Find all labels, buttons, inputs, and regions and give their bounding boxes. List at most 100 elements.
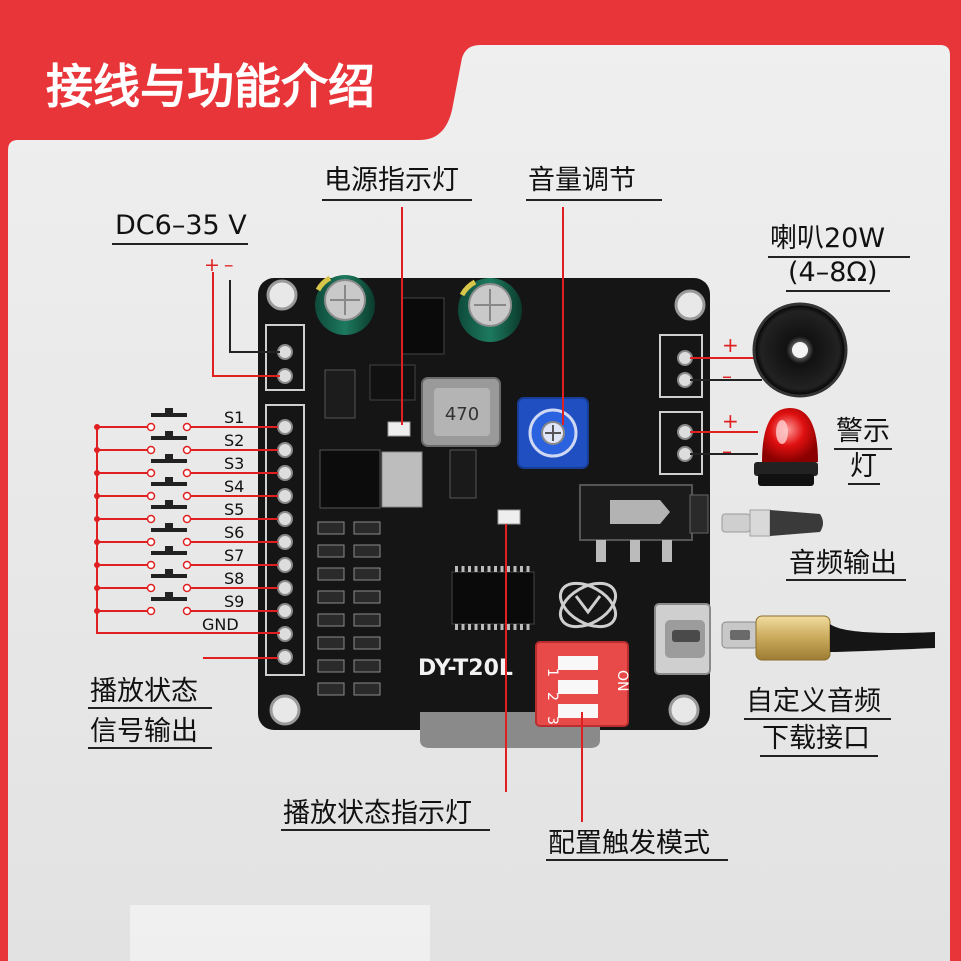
label-download-line2: 下载接口 xyxy=(762,723,870,754)
wire-junction xyxy=(94,562,100,568)
voltage-regulator xyxy=(319,449,381,509)
switch-button xyxy=(151,436,187,440)
pin-label-s5: S5 xyxy=(224,500,244,519)
speaker-icon xyxy=(752,302,848,398)
label-power-input: DC6–35 V xyxy=(112,210,248,245)
label-trigger-mode-text: 配置触发模式 xyxy=(548,828,710,859)
capacitor-left xyxy=(315,275,375,335)
switch-cap xyxy=(165,523,173,529)
label-volume: 音量调节 xyxy=(526,165,662,201)
io-pad xyxy=(277,534,293,550)
switch-contact xyxy=(146,537,156,547)
switch-contact xyxy=(146,514,156,524)
ic-pin xyxy=(455,624,458,630)
label-download-line1: 自定义音频 xyxy=(746,686,881,717)
smd-resistor xyxy=(317,521,345,535)
smd-resistor xyxy=(353,544,381,558)
micro-usb-port xyxy=(654,603,711,675)
pcb-board: 470 xyxy=(258,275,711,748)
switch-contact xyxy=(182,468,192,478)
ic-pin xyxy=(461,566,465,572)
switch-contact xyxy=(146,422,156,432)
pin-label-s3: S3 xyxy=(224,454,244,473)
lamp-plus-sign: + xyxy=(722,409,739,433)
smd-resistor xyxy=(317,659,345,673)
switch-contact xyxy=(146,468,156,478)
wire-junction xyxy=(94,424,100,430)
label-power-input-text: DC6–35 V xyxy=(115,210,247,241)
label-audio-output-text: 音频输出 xyxy=(789,548,897,579)
io-pad xyxy=(277,419,293,435)
switch-button xyxy=(151,551,187,555)
audio-plug-icon xyxy=(721,509,823,537)
dip-toggle-2[interactable] xyxy=(558,680,598,694)
ic-pin xyxy=(461,624,465,630)
pin-label-s6: S6 xyxy=(224,523,244,542)
power-wire-negative xyxy=(229,280,280,353)
label-play-status-line1: 播放状态 xyxy=(90,676,198,707)
lamp-minus-sign: – xyxy=(722,439,732,463)
ic-pin xyxy=(507,624,510,630)
dip-toggle-3[interactable] xyxy=(558,704,598,718)
smd-component xyxy=(449,449,477,499)
power-minus-sign: – xyxy=(224,254,234,276)
pin-label-s7: S7 xyxy=(224,546,244,565)
switch-contact xyxy=(182,560,192,570)
dip-switch: ON 1 2 3 xyxy=(535,641,630,727)
floor-reflection xyxy=(130,905,430,961)
label-speaker-line1: 喇叭20W xyxy=(770,223,885,254)
label-play-status-output: 播放状态 信号输出 xyxy=(88,676,212,749)
ic-pin xyxy=(526,566,530,572)
switch-button xyxy=(151,459,187,463)
mount-hole xyxy=(674,289,706,321)
wire-junction xyxy=(94,516,100,522)
power-pad xyxy=(277,344,293,360)
switch-contact xyxy=(146,445,156,455)
pin-label-s8: S8 xyxy=(224,569,244,588)
ic-pin xyxy=(520,566,523,572)
switch-contact xyxy=(146,606,156,616)
ic-pin xyxy=(507,566,510,572)
inductor-marking: 470 xyxy=(445,404,479,425)
label-play-status-line2: 信号输出 xyxy=(90,716,198,747)
switch-cap xyxy=(165,592,173,598)
ic-pin xyxy=(481,624,484,630)
dip-toggle-1[interactable] xyxy=(558,656,598,670)
switch-button xyxy=(151,597,187,601)
power-terminal-outline xyxy=(265,324,305,391)
diode xyxy=(324,369,356,419)
power-pad xyxy=(277,368,293,384)
ic-pin xyxy=(474,624,478,630)
switch-contact xyxy=(182,537,192,547)
label-speaker-line2: (4–8Ω) xyxy=(788,257,878,288)
ic-pin xyxy=(468,624,471,630)
label-download: 自定义音频 下载接口 xyxy=(744,686,891,757)
smd-resistor xyxy=(317,590,345,604)
smd-resistor xyxy=(353,636,381,650)
ic-pin xyxy=(513,566,517,572)
switch-cap xyxy=(165,500,173,506)
lamp-pad xyxy=(677,424,693,440)
switch-contact xyxy=(182,583,192,593)
switch-cap xyxy=(165,546,173,552)
label-play-led: 播放状态指示灯 xyxy=(281,798,490,831)
power-wire-positive xyxy=(212,272,280,377)
switch-button xyxy=(151,505,187,509)
smd-resistor xyxy=(353,613,381,627)
power-led xyxy=(387,421,411,437)
audio-jack xyxy=(579,484,709,562)
wire-junction xyxy=(94,447,100,453)
board-model: DY-T20L xyxy=(418,656,513,681)
label-power-led: 电源指示灯 xyxy=(322,165,472,201)
ic-pin xyxy=(520,624,523,630)
brand-logo xyxy=(559,581,617,629)
label-alarm: 警示 灯 xyxy=(834,416,892,485)
speaker-minus-sign: – xyxy=(722,364,732,388)
ic-pin xyxy=(500,566,504,572)
speaker-terminal-outline xyxy=(659,334,703,398)
volume-potentiometer xyxy=(517,397,589,469)
label-alarm-line2: 灯 xyxy=(850,451,877,482)
smd-resistor xyxy=(353,521,381,535)
